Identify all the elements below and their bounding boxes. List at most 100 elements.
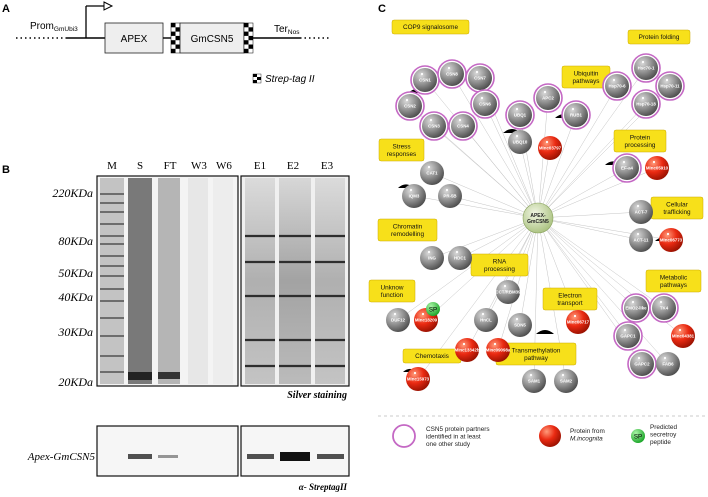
svg-text:APEX-: APEX-	[530, 213, 546, 219]
network-edge	[537, 103, 647, 219]
sp-badge: SP	[426, 302, 440, 316]
node-minc03797: Minc03797	[538, 136, 562, 160]
svg-text:Minc04381: Minc04381	[672, 334, 695, 339]
svg-text:Ubiquitin: Ubiquitin	[574, 71, 599, 78]
svg-text:CSN6: CSN6	[479, 102, 491, 107]
svg-text:Protein: Protein	[630, 135, 651, 142]
legend-red-swatch	[539, 425, 561, 447]
node-hsc70-1: Hsc70-1	[631, 53, 661, 83]
network-edge	[519, 217, 539, 326]
node-csn2: CSN2	[395, 91, 425, 121]
node-hsp70-18: Hsp70-18	[631, 89, 661, 119]
node-hdc1: HDC1	[448, 246, 472, 270]
svg-text:function: function	[381, 292, 404, 299]
svg-text:Minc09098a: Minc09098a	[486, 348, 511, 353]
node-emo2-like: EMO2-like	[621, 293, 651, 323]
node-hsp70-6: Hsp70-6	[602, 71, 632, 101]
svg-text:pathways: pathways	[660, 282, 687, 289]
marker-label: 80KDa	[58, 234, 93, 248]
node-sam2: SAM2	[554, 369, 578, 393]
svg-text:Minc13342b: Minc13342b	[455, 348, 480, 353]
terminator-label: TerNos	[274, 24, 300, 36]
network-edge	[537, 217, 665, 309]
svg-text:COP9 signalosome: COP9 signalosome	[403, 24, 459, 31]
network-edge	[537, 97, 549, 219]
svg-text:CSN1: CSN1	[419, 78, 431, 83]
node-hsp70-11: Hsp70-11	[655, 71, 685, 101]
lane-label: E3	[321, 160, 334, 172]
svg-text:trafficking: trafficking	[663, 209, 691, 216]
svg-text:Hsp70-18: Hsp70-18	[636, 102, 656, 107]
node-csn8: CSN8	[437, 59, 467, 89]
node-fab6: FAB6	[656, 352, 680, 376]
strep-tag-right	[243, 22, 254, 54]
western-blot	[96, 425, 350, 477]
center-node-apex-gmcsn5: APEX-GmCSN5	[522, 202, 554, 234]
silver-gel-left	[96, 175, 239, 387]
svg-text:TK4: TK4	[660, 306, 669, 311]
network-edge	[537, 217, 669, 365]
marker-label: 30KDa	[57, 325, 93, 339]
silver-staining-label: Silver staining	[287, 390, 347, 401]
svg-text:CSN2: CSN2	[404, 104, 416, 109]
node-minc15973: Minc15973	[406, 367, 430, 391]
svg-text:RNA: RNA	[493, 259, 507, 266]
svg-text:FAB6: FAB6	[662, 362, 674, 367]
svg-text:Stress: Stress	[392, 144, 410, 151]
svg-text:ACT-11: ACT-11	[634, 238, 649, 243]
network-edge	[413, 195, 539, 219]
svg-text:pathways: pathways	[573, 78, 600, 85]
svg-text:Hsc70-1: Hsc70-1	[638, 66, 655, 71]
network-edge	[537, 114, 577, 219]
node-ef-a4: EF-a4	[612, 153, 642, 183]
network-edge	[484, 103, 539, 219]
svg-text:Minc15973: Minc15973	[407, 377, 430, 382]
panel-a-letter: A	[2, 3, 10, 15]
network-edge	[537, 167, 628, 219]
marker-label: 20KDa	[58, 375, 93, 389]
node-csn4: CSN4	[448, 111, 478, 141]
panel-b-letter: B	[2, 164, 10, 176]
svg-text:RUB1: RUB1	[570, 113, 583, 118]
legend-sp-swatch	[631, 429, 645, 443]
network-edge	[397, 217, 539, 321]
blot-protein-label: Apex-GmCSN5	[27, 451, 96, 463]
category-chemotaxis: Chemotaxis	[402, 348, 462, 364]
svg-text:HDC1: HDC1	[454, 256, 467, 261]
svg-text:SDN5: SDN5	[514, 323, 526, 328]
svg-text:Unknow: Unknow	[380, 285, 403, 292]
network-edge	[462, 125, 539, 219]
svg-text:pathway: pathway	[524, 355, 549, 362]
svg-text:Protein folding: Protein folding	[639, 34, 680, 41]
network-edge	[431, 217, 539, 259]
strep-tag-left	[170, 22, 181, 54]
svg-text:GmCSN5: GmCSN5	[527, 219, 549, 225]
svg-text:Minc06717: Minc06717	[567, 320, 590, 325]
node-csn6: CSN6	[470, 89, 500, 119]
svg-text:ACT-7: ACT-7	[635, 210, 648, 215]
network-edge	[537, 217, 637, 309]
gmcsn5-label: GmCSN5	[191, 34, 234, 45]
svg-text:CSN4: CSN4	[457, 124, 469, 129]
node-minc09098a: Minc09098a	[486, 338, 511, 362]
lane-label: M	[107, 160, 117, 172]
node-hncl: HnCL	[474, 308, 498, 332]
svg-text:Hsp70-6: Hsp70-6	[608, 84, 626, 89]
panel-c-letter: C	[378, 3, 386, 15]
node-minc05910: Minc05910	[645, 156, 669, 180]
apex-box	[104, 22, 164, 54]
node-minc06717: Minc06717	[566, 310, 590, 334]
svg-text:PR-5B: PR-5B	[443, 194, 456, 199]
svg-text:Minc05910: Minc05910	[646, 166, 669, 171]
svg-text:APC2: APC2	[542, 96, 554, 101]
network-edge	[537, 85, 618, 219]
svg-text:CSN3: CSN3	[428, 124, 440, 129]
strep-tag-label: Strep-tag II	[265, 74, 315, 85]
